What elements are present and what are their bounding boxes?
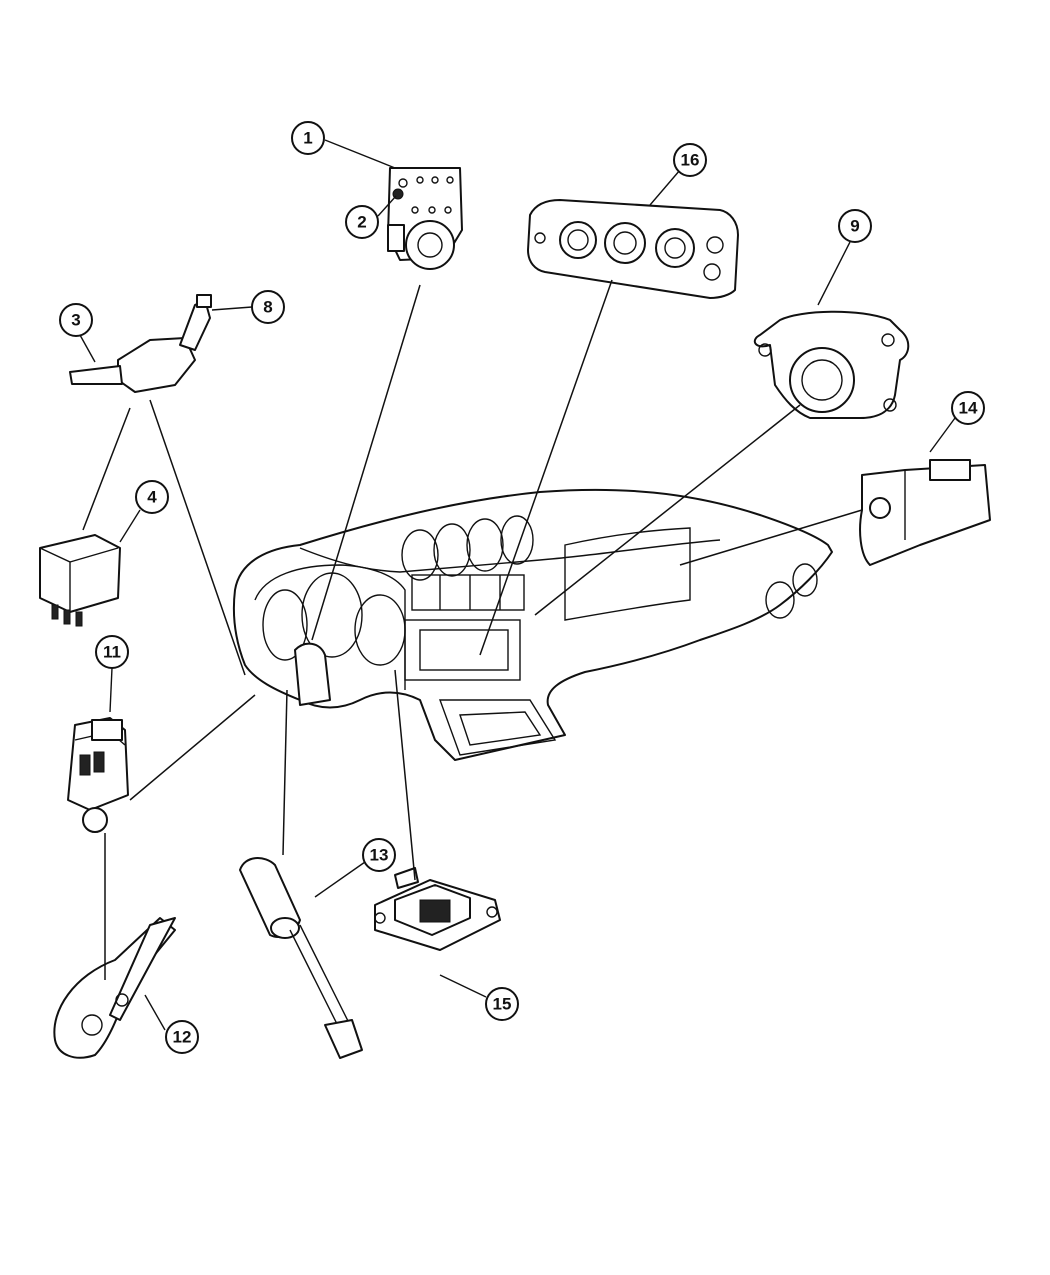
hvac-control-panel (527, 199, 739, 299)
callout-9 (838, 209, 872, 243)
key-cylinder-13 (239, 857, 363, 1059)
relay-module-4 (39, 534, 121, 627)
clockspring-plate (387, 167, 463, 270)
speaker-pod (753, 310, 910, 419)
callout-12 (165, 1020, 199, 1054)
callout-3-label: 3 (71, 311, 80, 330)
callout-16 (673, 143, 707, 177)
callout-1 (291, 121, 325, 155)
multifunction-switch (69, 294, 212, 393)
callout-8-label: 8 (263, 298, 272, 317)
gauge-left (262, 589, 308, 661)
callouts: 1 2 16 9 14 3 8 4 11 13 (59, 121, 985, 1054)
callout-14-label: 14 (959, 399, 978, 418)
dashboard-assembly (232, 488, 833, 761)
callout-13-label: 13 (370, 846, 389, 865)
callout-11 (95, 635, 129, 669)
callout-1-label: 1 (303, 129, 312, 148)
placement-lines (82, 279, 863, 980)
switch-14 (859, 459, 991, 566)
callout-8 (251, 290, 285, 324)
lock-bracket-12 (53, 917, 176, 1059)
callout-3 (59, 303, 93, 337)
callout-2 (345, 205, 379, 239)
callout-2-label: 2 (357, 213, 366, 232)
callout-4 (135, 480, 169, 514)
callout-15 (485, 987, 519, 1021)
callout-9-label: 9 (850, 217, 859, 236)
callout-13 (362, 838, 396, 872)
callout-14 (951, 391, 985, 425)
callout-15-label: 15 (493, 995, 512, 1014)
ignition-switch-11 (67, 717, 129, 833)
clockspring (405, 220, 455, 270)
callout-4-label: 4 (147, 488, 157, 507)
callout-12-label: 12 (173, 1028, 192, 1047)
callout-11-label: 11 (103, 643, 121, 662)
callout-16-label: 16 (681, 151, 700, 170)
control-module-15 (374, 867, 501, 951)
